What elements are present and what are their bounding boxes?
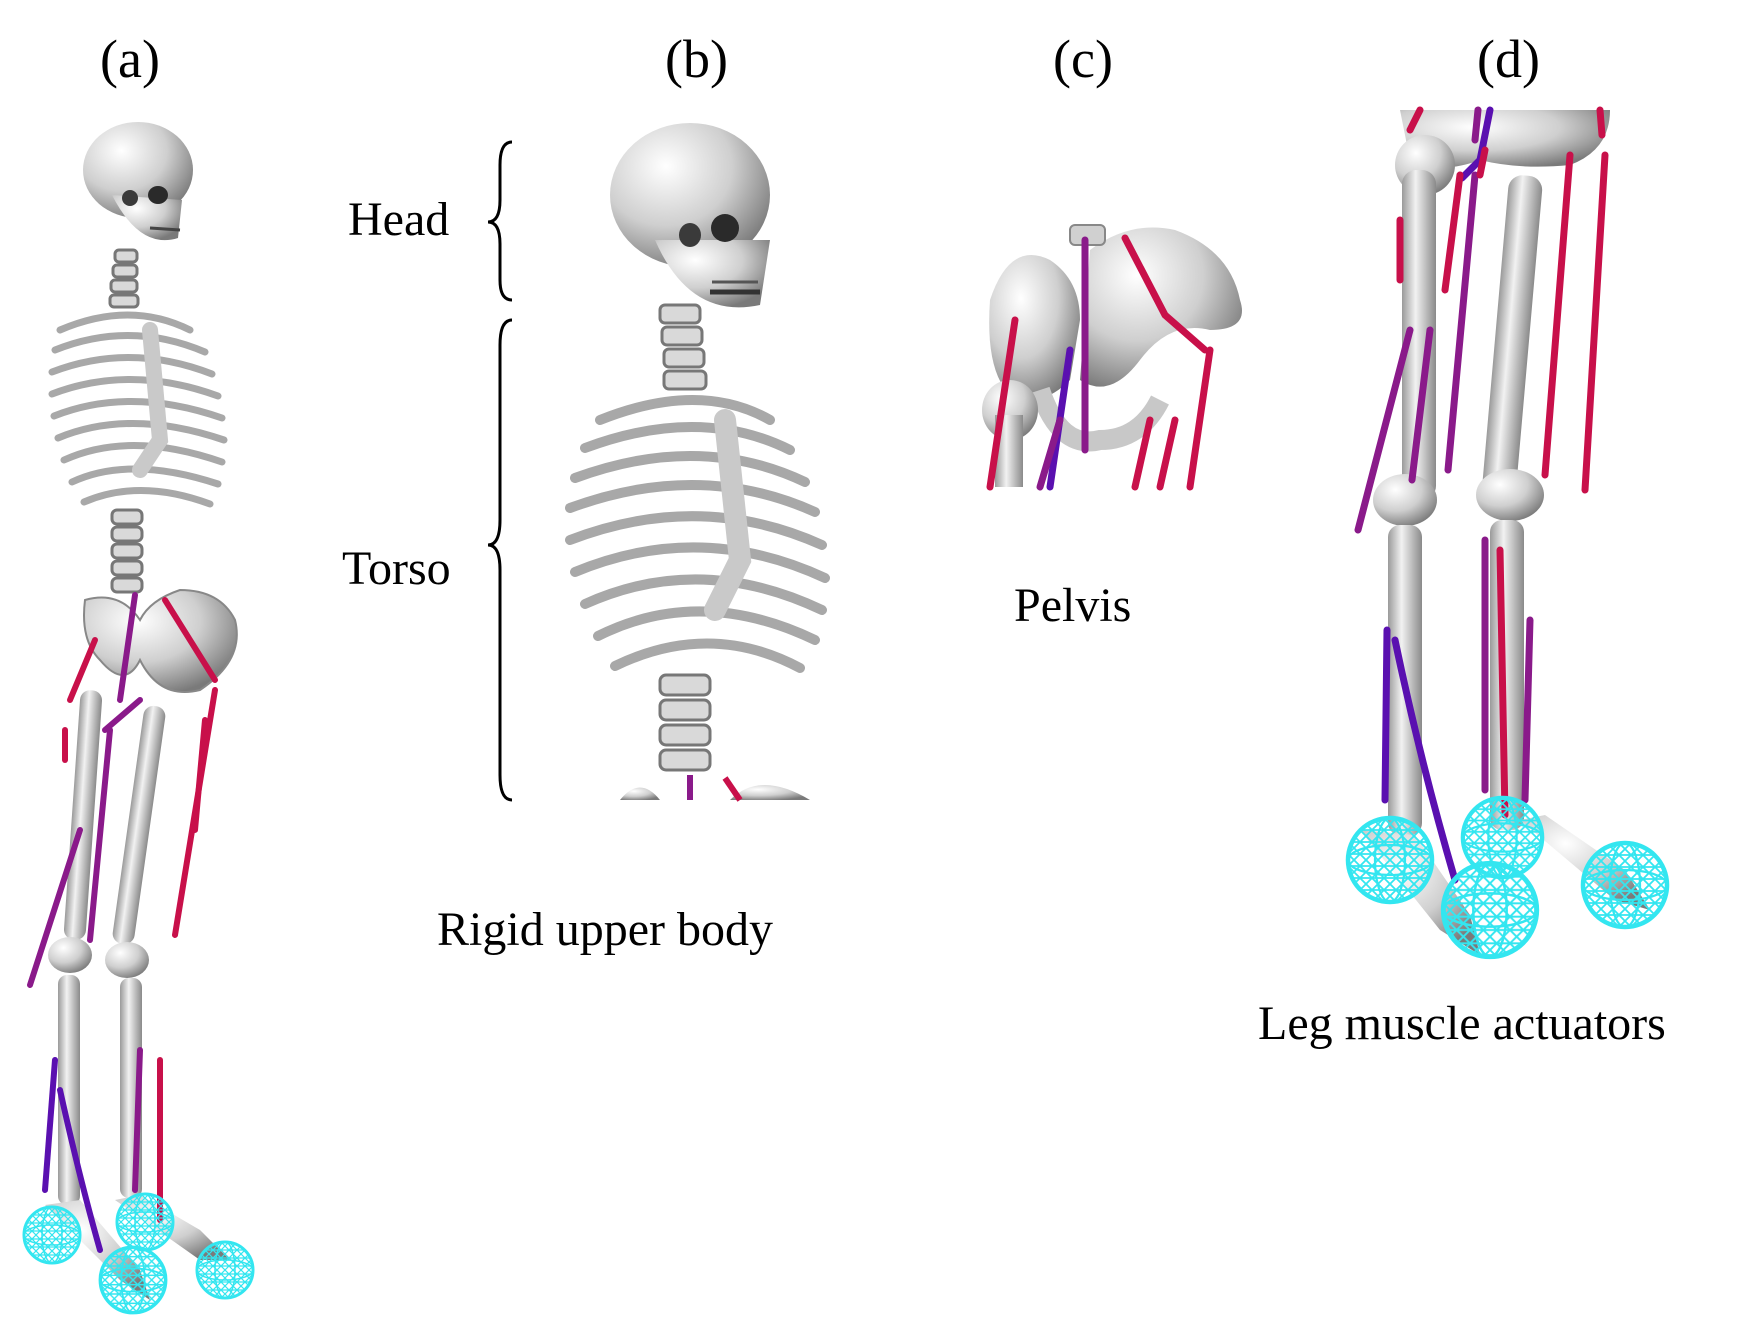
rigid-upper-body-caption: Rigid upper body <box>437 903 773 956</box>
legs-icon <box>1348 106 1667 957</box>
contact-sphere-icon <box>115 1192 175 1252</box>
skeleton-full-icon <box>22 122 255 1315</box>
leg-muscle-actuators-caption: Leg muscle actuators <box>1258 997 1666 1050</box>
pelvis-caption: Pelvis <box>1014 579 1132 632</box>
panel-b-label: (b) <box>665 29 728 89</box>
torso-label: Torso <box>342 542 451 595</box>
panel-c-label: (c) <box>1053 29 1113 89</box>
contact-sphere-icon <box>1443 863 1536 956</box>
panel-d-label: (d) <box>1477 29 1540 89</box>
contact-sphere-icon <box>1583 843 1667 927</box>
panel-a-label: (a) <box>100 29 160 89</box>
contact-sphere-icon <box>22 1205 82 1265</box>
contact-sphere-icon <box>1348 818 1432 902</box>
head-label: Head <box>348 193 450 246</box>
contact-sphere-icon <box>98 1245 168 1315</box>
brace-icon <box>487 140 513 802</box>
pelvis-icon <box>982 224 1242 491</box>
contact-sphere-icon <box>195 1240 255 1300</box>
skeleton-upper-body-icon <box>565 123 830 802</box>
